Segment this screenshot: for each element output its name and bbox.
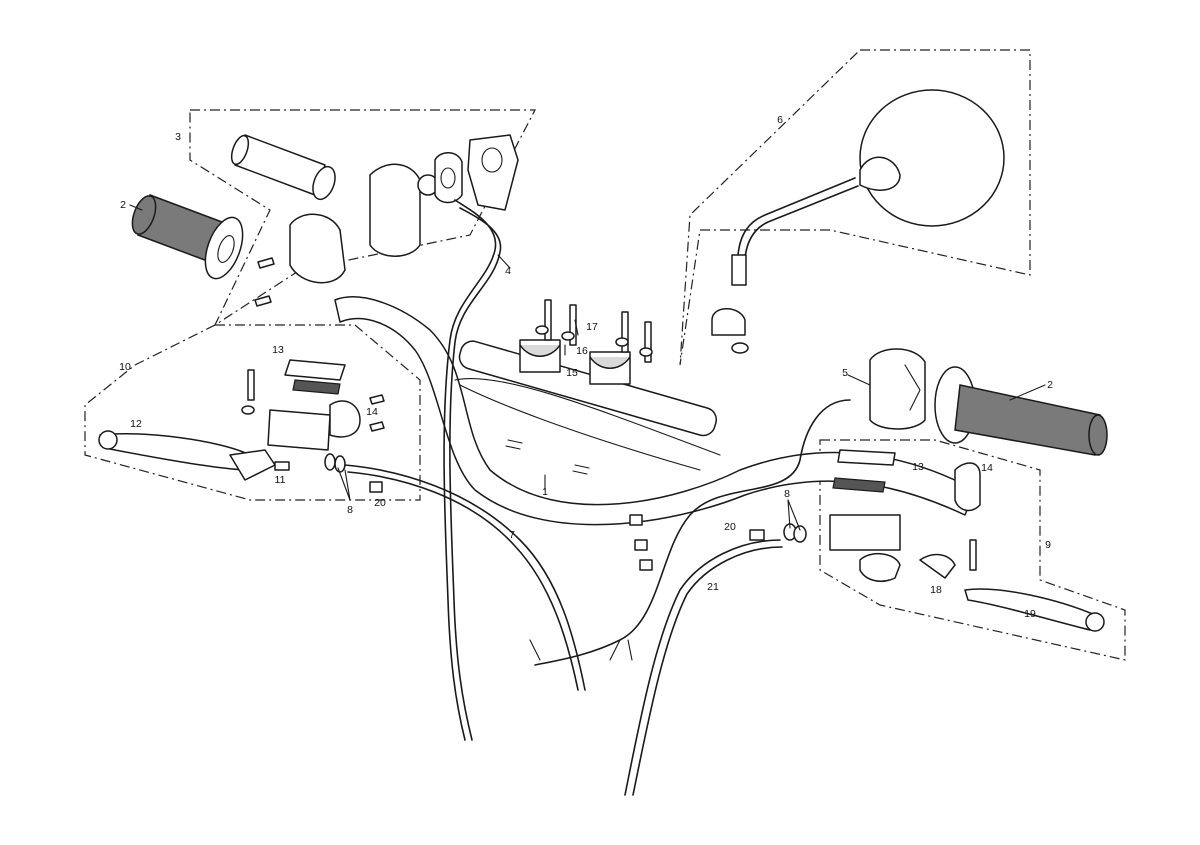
callout-14-right: 14 xyxy=(981,462,993,474)
throttle-assembly xyxy=(230,134,519,307)
handlebar-knurl-1 xyxy=(505,439,523,450)
callout-18: 18 xyxy=(930,584,942,596)
handlebar-crossbar xyxy=(458,340,718,437)
handlebar-clamps xyxy=(519,299,653,385)
connector-3 xyxy=(639,559,653,571)
group-boundary-mirror xyxy=(679,49,1031,366)
callout-8-right: 8 xyxy=(784,488,790,500)
group-boundary-throttle xyxy=(189,109,536,327)
callout-20-right: 20 xyxy=(724,521,736,533)
left-grip xyxy=(131,194,244,280)
callout-21: 21 xyxy=(707,581,719,593)
callout-13-left: 13 xyxy=(272,344,284,356)
callout-9: 9 xyxy=(1045,539,1051,551)
callout-15: 15 xyxy=(566,367,578,379)
callout-20-left: 20 xyxy=(374,497,386,509)
handlebar-knurl-2 xyxy=(572,464,590,475)
mirror xyxy=(711,89,1005,354)
callout-5: 5 xyxy=(842,367,848,379)
callout-8-left: 8 xyxy=(347,504,353,516)
wiring-harness xyxy=(534,399,851,666)
callout-3: 3 xyxy=(175,131,181,143)
throttle-cable xyxy=(443,199,497,741)
callout-16: 16 xyxy=(576,345,588,357)
leader-lines xyxy=(129,204,1046,531)
right-brake-hose xyxy=(624,539,781,796)
right-switch-housing xyxy=(869,348,926,430)
right-grip xyxy=(934,366,1108,456)
left-brake-hose xyxy=(344,464,586,691)
connector-1 xyxy=(629,514,643,526)
callout-10: 10 xyxy=(119,361,131,373)
callout-11: 11 xyxy=(275,474,286,486)
callout-6: 6 xyxy=(777,114,783,126)
callout-2-left: 2 xyxy=(120,199,126,211)
group-boundary-right-lever xyxy=(819,439,1126,661)
callout-14-left: 14 xyxy=(366,406,378,418)
left-lever-assembly xyxy=(98,359,385,493)
connector-2 xyxy=(634,539,648,551)
group-boundary-left-lever xyxy=(84,324,421,501)
callout-7: 7 xyxy=(509,529,515,541)
callout-12: 12 xyxy=(130,418,142,430)
callout-17: 17 xyxy=(586,321,598,333)
callout-13-right: 13 xyxy=(912,461,924,473)
callout-19: 19 xyxy=(1024,608,1036,620)
right-lever-assembly xyxy=(749,449,1105,632)
callout-2-right: 2 xyxy=(1047,379,1053,391)
callout-1: 1 xyxy=(542,486,548,498)
callout-4: 4 xyxy=(505,265,511,277)
